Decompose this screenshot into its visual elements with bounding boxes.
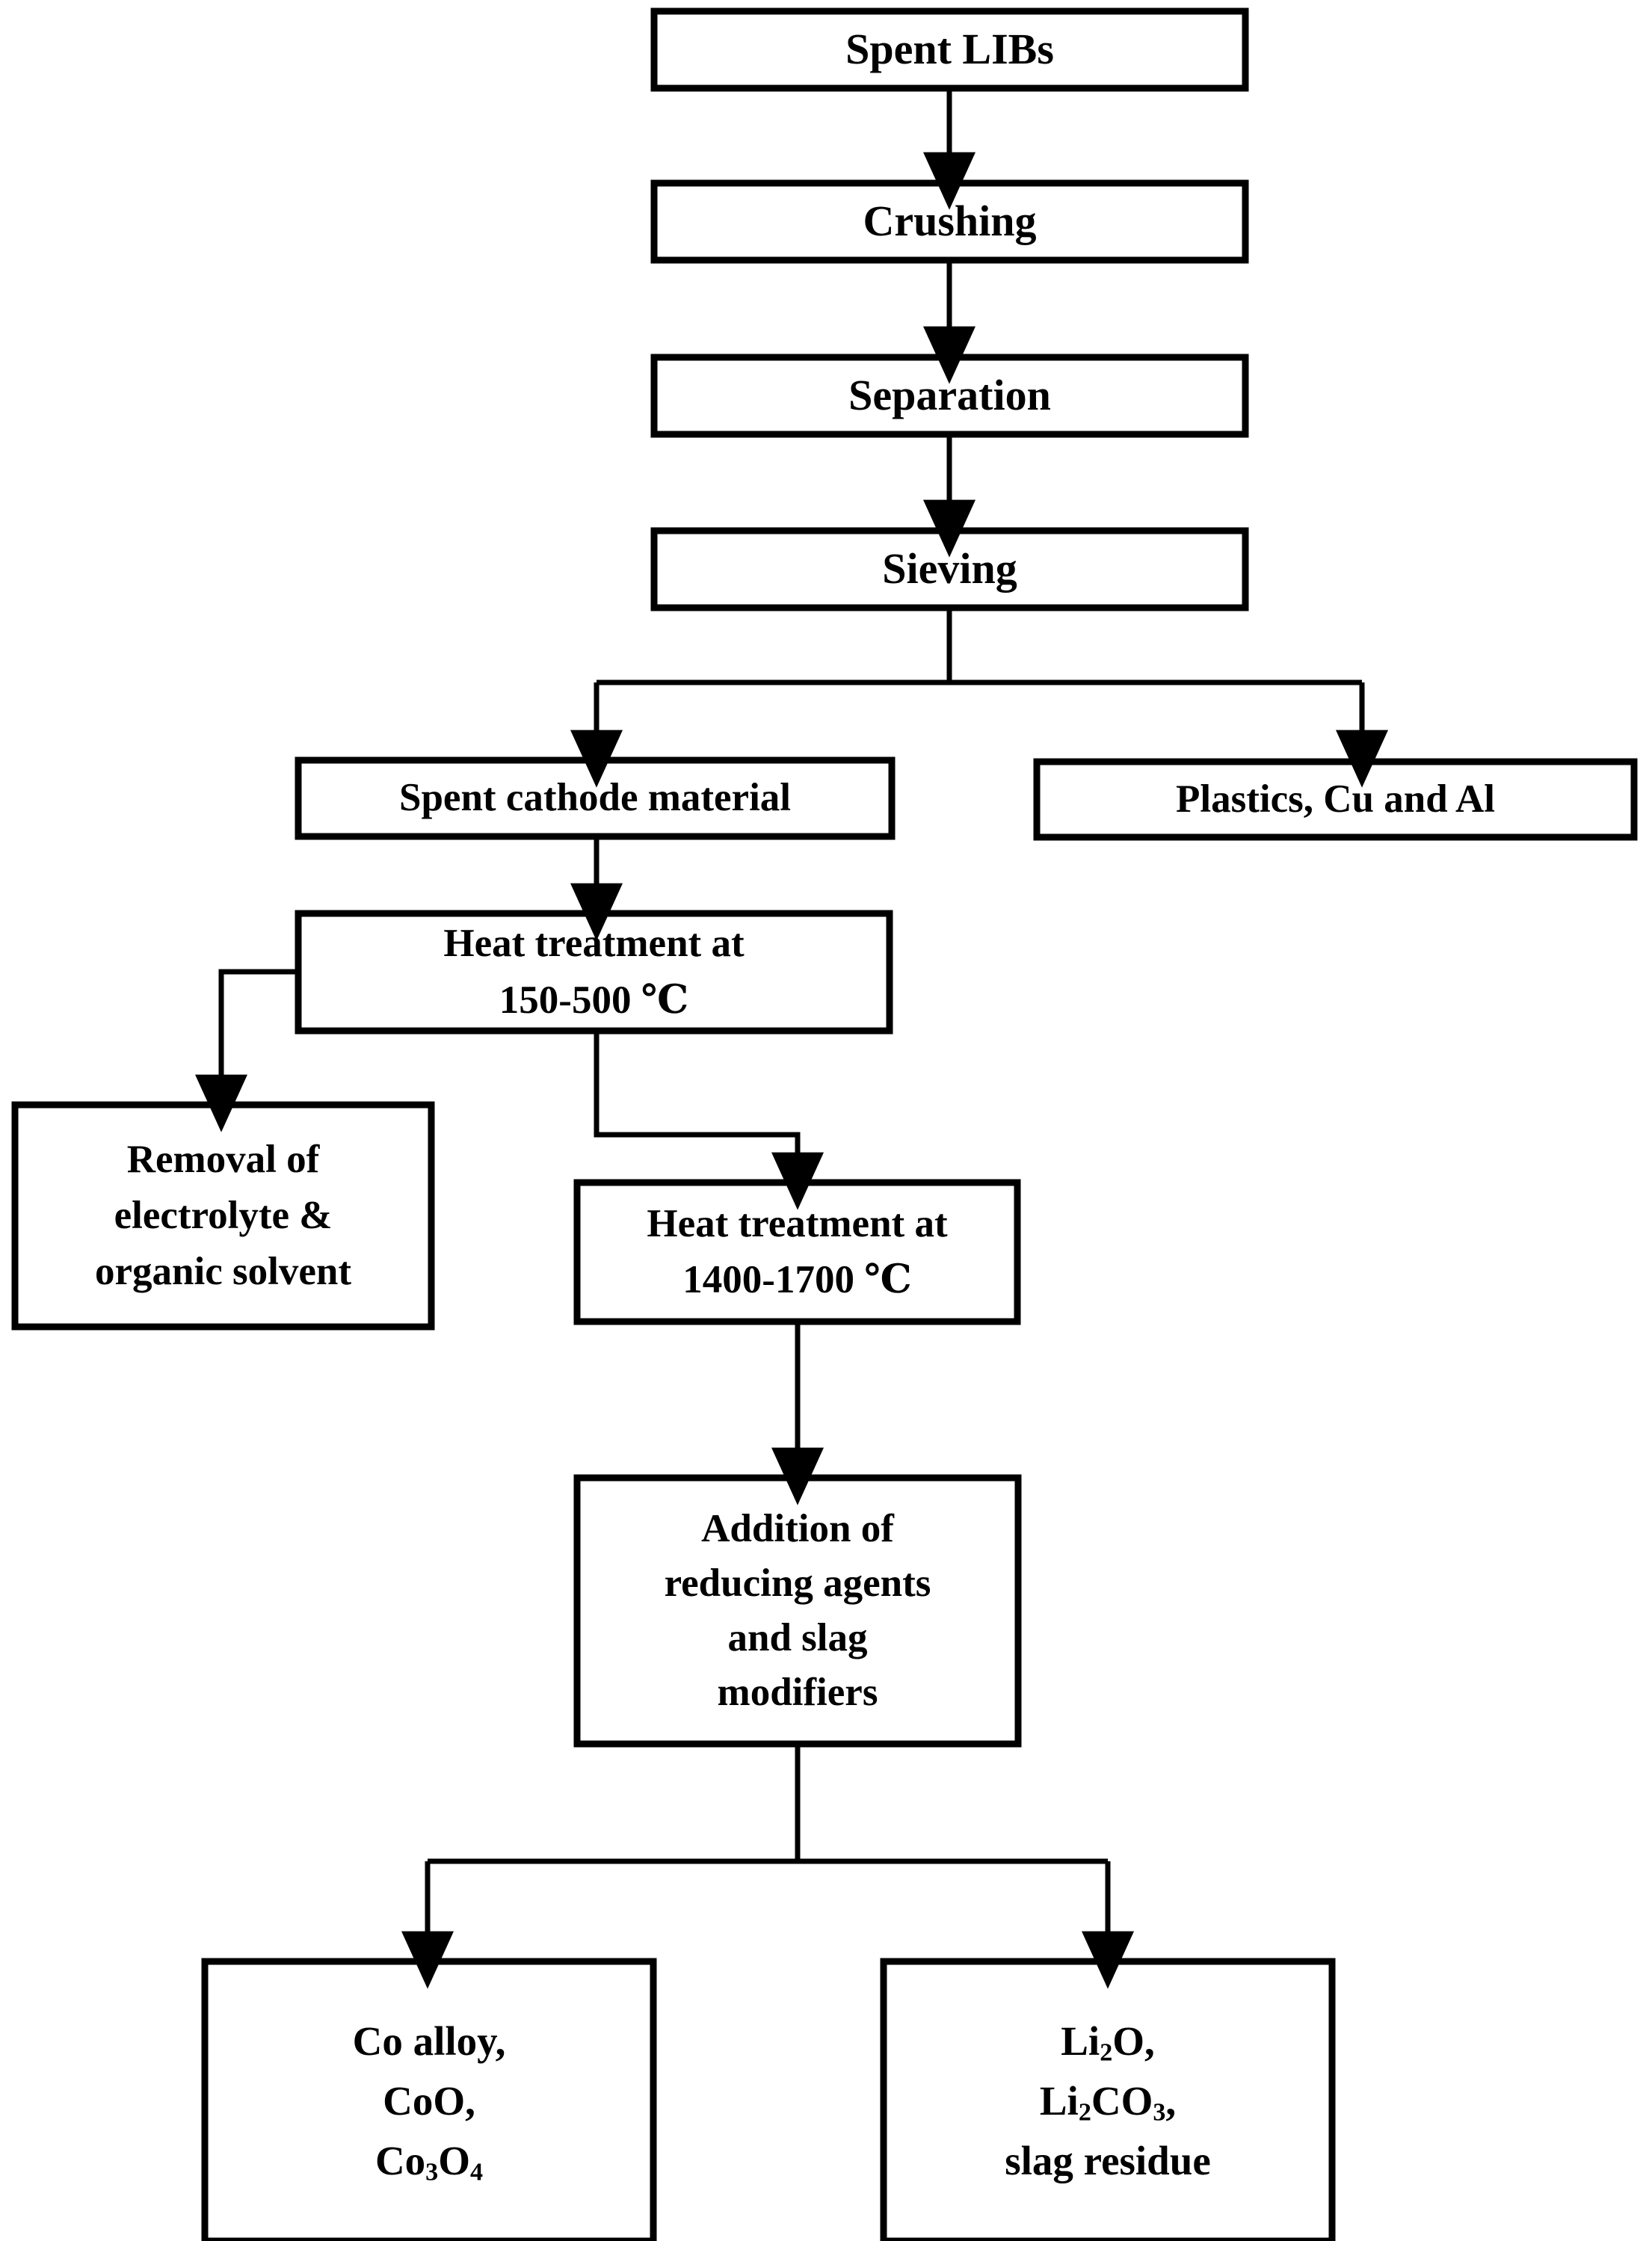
edge-heat-treatment-low-to-heat-treatment-high — [594, 1031, 824, 1210]
node-sieving — [650, 527, 1249, 611]
node-spent-cathode-material — [295, 756, 896, 840]
node-heat-treatment-low — [295, 910, 893, 1035]
node-heat-treatment-high — [573, 1179, 1021, 1325]
node-crushing — [650, 179, 1249, 264]
node-co-products — [201, 1958, 657, 2241]
node-removal-electrolyte — [11, 1101, 435, 1331]
node-plastics-cu-al — [1033, 758, 1638, 841]
node-separation — [650, 354, 1249, 438]
edge-heat-treatment-low-to-removal-electrolyte — [195, 969, 298, 1132]
node-addition-reducing-agents — [573, 1474, 1022, 1748]
node-li-products — [880, 1958, 1336, 2241]
node-spent-libs — [650, 7, 1249, 92]
